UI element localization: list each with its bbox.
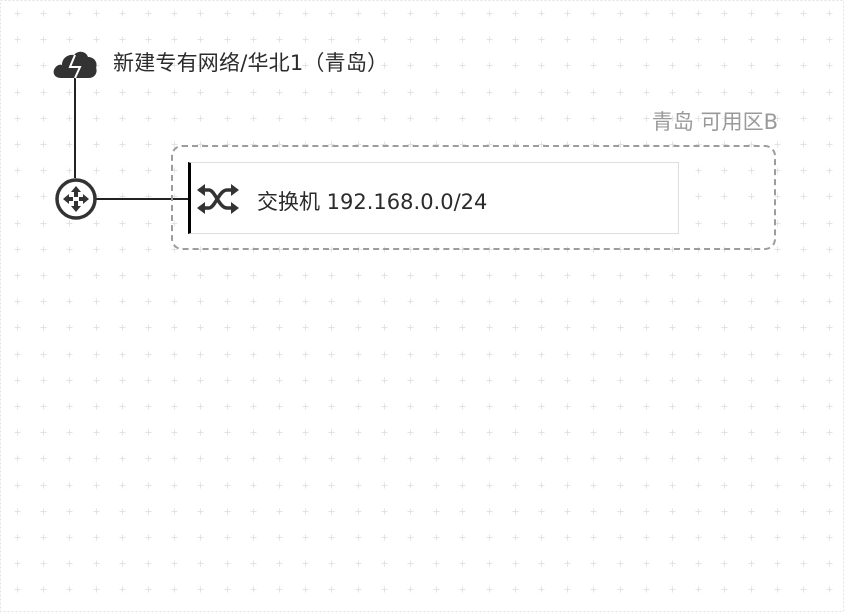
vpc-title[interactable]: 新建专有网络/华北1（青岛） — [113, 51, 389, 75]
cloud-network-icon[interactable] — [51, 48, 99, 80]
zone-label: 青岛 可用区B — [651, 110, 778, 134]
router-icon[interactable] — [54, 177, 98, 221]
shuffle-switch-icon — [197, 182, 239, 216]
availability-zone-box[interactable] — [171, 145, 776, 250]
vswitch-label: 交换机 192.168.0.0/24 — [257, 190, 488, 214]
vswitch-card[interactable]: 交换机 192.168.0.0/24 — [188, 162, 679, 234]
